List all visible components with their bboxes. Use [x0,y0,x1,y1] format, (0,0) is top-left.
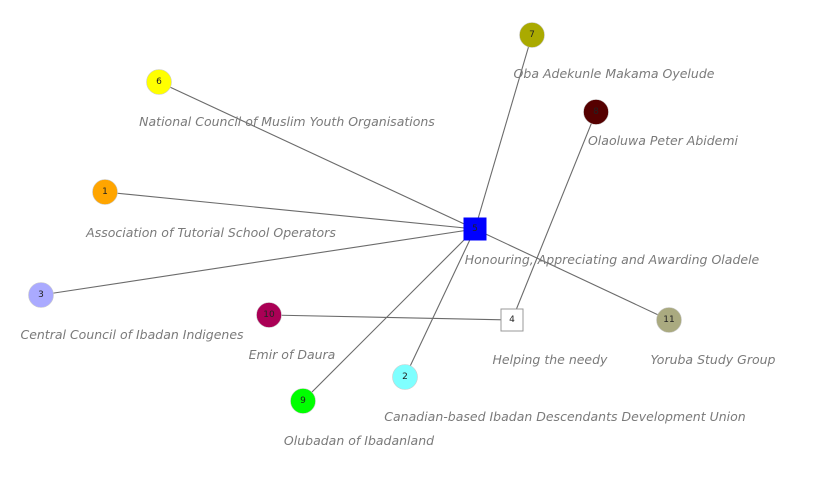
node-10[interactable]: 10 [256,302,282,328]
node-10-shape[interactable] [256,302,282,328]
node-3-shape[interactable] [28,282,54,308]
node-2-label: 2 [402,372,408,382]
captions-layer: Honouring, Appreciating and Awarding Ola… [20,66,775,448]
edge-5-1 [104,191,476,230]
node-9[interactable]: 9 [290,388,316,414]
node-6-shape[interactable] [146,69,172,95]
node-9-label: 9 [300,396,306,406]
edge-4-8 [511,111,597,321]
edge-5-2 [404,228,476,378]
node-6-caption: National Council of Muslim Youth Organis… [139,114,435,129]
node-10-label: 10 [263,310,275,320]
node-7[interactable]: 7 [519,22,545,48]
node-6[interactable]: 6 [146,69,172,95]
node-2-shape[interactable] [392,364,418,390]
edge-4-10 [268,314,513,321]
edges-layer [40,34,670,402]
edge-5-6 [158,81,476,230]
edge-5-9 [302,228,476,402]
node-4-caption: Helping the needy [493,352,609,367]
edge-5-7 [474,34,533,230]
node-5-label: 5 [472,224,478,234]
node-7-caption: Oba Adekunle Makama Oyelude [514,66,715,81]
node-8-shape[interactable] [583,99,609,125]
node-1-caption: Association of Tutorial School Operators [85,225,336,240]
node-5[interactable]: 5 [463,217,487,241]
node-2[interactable]: 2 [392,364,418,390]
node-7-shape[interactable] [519,22,545,48]
node-3-label: 3 [38,290,44,300]
node-9-caption: Olubadan of Ibadanland [284,433,434,448]
node-11-label: 11 [663,315,674,325]
node-11[interactable]: 11 [656,307,682,333]
node-1-label: 1 [102,187,108,197]
node-10-caption: Emir of Daura [249,347,336,362]
node-1-shape[interactable] [92,179,118,205]
node-8-caption: Olaoluwa Peter Abidemi [588,133,739,148]
node-8-label: 8 [593,107,599,117]
node-11-shape[interactable] [656,307,682,333]
node-3-caption: Central Council of Ibadan Indigenes [20,327,244,342]
node-4[interactable]: 4 [500,308,524,332]
node-5-shape[interactable] [463,217,487,241]
node-1[interactable]: 1 [92,179,118,205]
node-3[interactable]: 3 [28,282,54,308]
node-6-label: 6 [156,77,162,87]
node-11-caption: Yoruba Study Group [651,352,776,367]
node-4-label: 4 [509,315,515,325]
node-4-shape[interactable] [500,308,524,332]
node-8[interactable]: 8 [583,99,609,125]
node-9-shape[interactable] [290,388,316,414]
node-2-caption: Canadian-based Ibadan Descendants Develo… [384,409,745,424]
nodes-layer: 5 1 2 3 4 6 7 8 9 10 11 [28,22,682,414]
node-7-label: 7 [529,30,535,40]
edge-5-11 [474,228,670,321]
node-5-caption: Honouring, Appreciating and Awarding Ola… [465,252,760,267]
edge-5-3 [40,228,476,296]
